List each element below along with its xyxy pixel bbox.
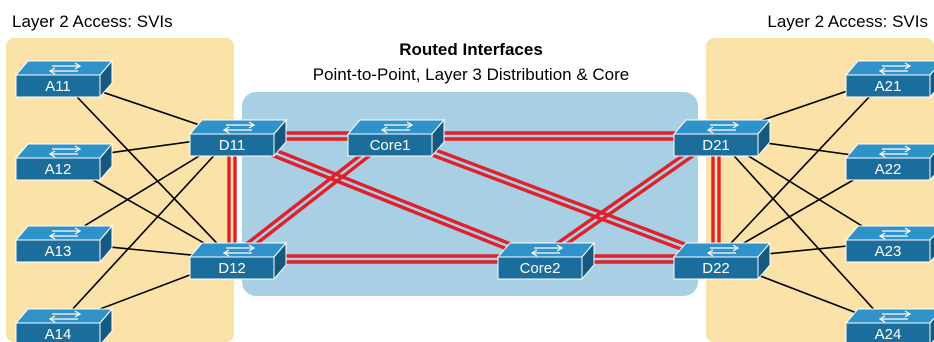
switch-front-face: [15, 322, 101, 342]
switch-arrows-icon: [48, 145, 82, 158]
switch-label-d21: D21: [702, 137, 730, 154]
switch-a14: A14: [14, 307, 114, 342]
switch-a22: A22: [844, 143, 934, 182]
switch-arrows-icon: [878, 310, 912, 323]
switch-arrows-icon: [878, 62, 912, 75]
switch-front-face: [673, 256, 759, 280]
switch-core1: Core1: [346, 118, 446, 158]
switch-front-face: [15, 239, 101, 263]
switch-core2: Core2: [496, 241, 596, 281]
switch-label-a22: A22: [875, 161, 902, 178]
switch-d12: D12: [188, 241, 288, 281]
left-zone-label: Layer 2 Access: SVIs: [12, 12, 173, 31]
switch-front-face: [845, 239, 931, 263]
switch-a12: A12: [14, 142, 114, 182]
switch-front-face: [845, 157, 931, 181]
switch-arrows-icon: [48, 62, 82, 75]
switch-front-face: [673, 133, 759, 157]
switch-label-a12: A12: [45, 161, 72, 178]
routed-link-strand: [388, 137, 716, 264]
switch-label-a11: A11: [45, 78, 71, 95]
switch-top-face: [844, 225, 934, 241]
switch-label-core2: Core2: [520, 260, 561, 277]
access-link-a21-d22: [715, 76, 889, 260]
switch-label-d12: D12: [218, 260, 246, 277]
switch-a21: A21: [844, 60, 934, 99]
switch-top-face: [14, 308, 114, 324]
switch-arrows-icon: [530, 244, 564, 257]
switch-d21: D21: [672, 118, 772, 158]
switch-front-face: [845, 322, 931, 342]
switch-label-a24: A24: [875, 326, 902, 342]
switch-arrows-icon: [878, 227, 912, 240]
access-link-a24-d21: [715, 135, 889, 326]
switch-arrows-icon: [706, 244, 740, 257]
switch-top-face: [844, 143, 934, 159]
switch-label-core1: Core1: [370, 137, 411, 154]
switch-front-face: [189, 133, 275, 157]
switch-top-face: [496, 242, 596, 258]
switch-arrows-icon: [380, 121, 414, 134]
routed-link-d11-core2: [230, 131, 542, 264]
routed-link-strand: [230, 137, 540, 264]
switch-a11: A11: [14, 59, 114, 99]
routed-link-strand: [540, 137, 719, 263]
switch-top-face: [14, 60, 114, 76]
switch-front-face: [347, 133, 433, 157]
switch-front-face: [845, 74, 931, 98]
routed-link-strand: [232, 131, 542, 258]
switch-front-face: [189, 256, 275, 280]
switch-front-face: [15, 74, 101, 98]
routed-link-core1-d22: [388, 131, 718, 264]
access-link-a11-d12: [57, 76, 233, 260]
switch-top-face: [14, 225, 114, 241]
switch-label-a14: A14: [45, 326, 72, 342]
left-access-zone: [6, 38, 234, 342]
switch-top-face: [844, 60, 934, 76]
routed-link-strand: [232, 137, 393, 263]
switch-front-face: [15, 157, 101, 181]
routed-link-strand: [390, 131, 718, 258]
switch-top-face: [346, 119, 446, 135]
switch-top-face: [672, 119, 772, 135]
switch-arrows-icon: [878, 145, 912, 158]
switch-top-face: [14, 143, 114, 159]
switch-label-a21: A21: [875, 78, 902, 95]
switch-front-face: [497, 256, 583, 280]
switch-d22: D22: [672, 241, 772, 281]
switch-d11: D11: [188, 118, 288, 158]
switch-label-d11: D11: [219, 137, 245, 154]
routed-title: Routed Interfaces: [399, 40, 543, 59]
switch-arrows-icon: [48, 310, 82, 323]
switch-arrows-icon: [706, 121, 740, 134]
routed-subtitle: Point-to-Point, Layer 3 Distribution & C…: [313, 65, 630, 84]
switch-arrows-icon: [222, 244, 256, 257]
switch-a24: A24: [844, 308, 934, 342]
switch-a23: A23: [844, 225, 934, 264]
switch-label-a13: A13: [45, 243, 72, 260]
switch-label-d22: D22: [702, 260, 730, 277]
switch-arrows-icon: [222, 121, 256, 134]
switch-top-face: [844, 308, 934, 324]
switch-top-face: [672, 242, 772, 258]
right-zone-label: Layer 2 Access: SVIs: [767, 12, 928, 31]
switch-arrows-icon: [48, 227, 82, 240]
switch-label-a23: A23: [875, 243, 902, 260]
access-link-a14-d11: [57, 135, 233, 326]
switch-top-face: [188, 119, 288, 135]
switch-a13: A13: [14, 224, 114, 264]
switch-top-face: [188, 242, 288, 258]
